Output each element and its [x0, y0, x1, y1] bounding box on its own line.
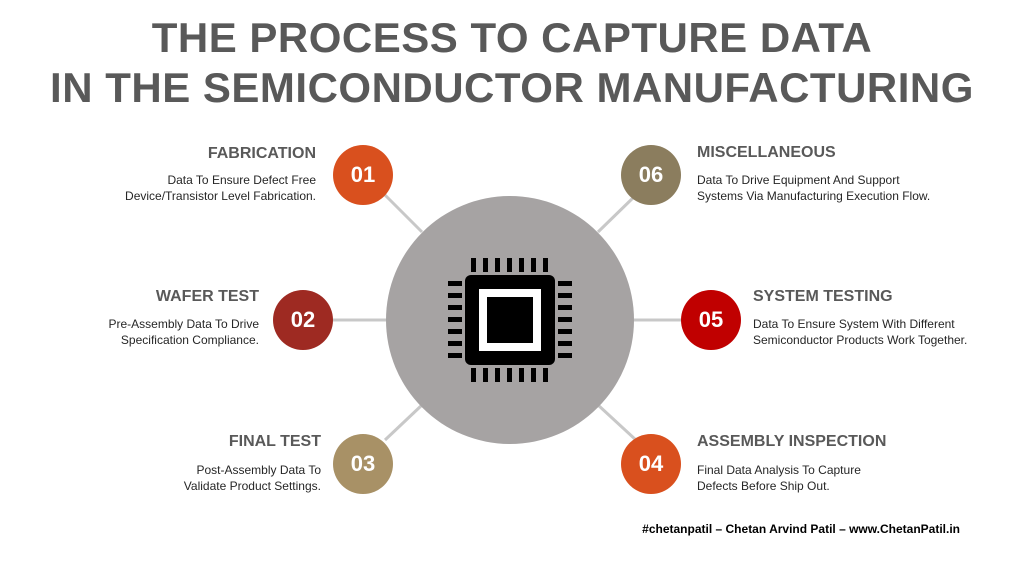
- title-line-2: IN THE SEMICONDUCTOR MANUFACTURING: [50, 64, 974, 111]
- step-desc-system-testing: Data To Ensure System With Different Sem…: [753, 316, 967, 348]
- step-title-final-test: FINAL TEST: [228, 433, 321, 450]
- step-desc-miscellaneous: Data To Drive Equipment And Support Syst…: [697, 172, 930, 204]
- footer-credit: #chetanpatil – Chetan Arvind Patil – www…: [642, 522, 960, 536]
- step-badge-05: 05: [681, 290, 741, 350]
- chip-pin: [558, 341, 572, 346]
- chip-pin: [448, 329, 462, 334]
- connector-06: [596, 193, 638, 234]
- connector-01: [383, 193, 424, 234]
- step-desc-assembly-inspection: Final Data Analysis To Capture Defects B…: [697, 462, 861, 494]
- chip-pin: [558, 353, 572, 358]
- chip-pin: [543, 368, 548, 382]
- step-badge-03: 03: [333, 434, 393, 494]
- chip-pin: [483, 368, 488, 382]
- step-badge-04: 04: [621, 434, 681, 494]
- step-desc-line: Data To Ensure Defect Free: [167, 173, 316, 187]
- step-desc-line: Final Data Analysis To Capture: [697, 463, 861, 477]
- chip-pin: [531, 368, 536, 382]
- step-desc-line: Data To Ensure System With Different: [753, 317, 955, 331]
- step-desc-line: Post-Assembly Data To: [196, 463, 322, 477]
- chip-pin: [558, 305, 572, 310]
- chip-pin: [558, 329, 572, 334]
- chip-pin: [558, 317, 572, 322]
- chip-pin: [507, 258, 512, 272]
- chip-pin: [448, 293, 462, 298]
- step-badge-01: 01: [333, 145, 393, 205]
- connector-03: [383, 403, 424, 442]
- step-title-wafer-test: WAFER TEST: [155, 288, 259, 305]
- chip-pin: [495, 368, 500, 382]
- microchip-icon: [448, 258, 572, 382]
- step-desc-final-test: Post-Assembly Data To Validate Product S…: [184, 462, 321, 494]
- step-title-system-testing: SYSTEM TESTING: [753, 288, 893, 305]
- chip-pin: [519, 258, 524, 272]
- chip-pin: [483, 258, 488, 272]
- chip-pin: [531, 258, 536, 272]
- chip-pin: [495, 258, 500, 272]
- step-desc-wafer-test: Pre-Assembly Data To Drive Specification…: [109, 316, 260, 348]
- step-badge-02: 02: [273, 290, 333, 350]
- chip-pin: [448, 281, 462, 286]
- chip-pin: [448, 353, 462, 358]
- chip-pin: [507, 368, 512, 382]
- connector-04: [596, 403, 638, 442]
- chip-pin: [448, 341, 462, 346]
- step-badge-06: 06: [621, 145, 681, 205]
- chip-pin: [448, 305, 462, 310]
- chip-pin: [448, 317, 462, 322]
- chip-pin: [471, 258, 476, 272]
- step-desc-line: Systems Via Manufacturing Execution Flow…: [697, 189, 931, 203]
- title-line-1: THE PROCESS TO CAPTURE DATA: [151, 14, 873, 61]
- chip-pin: [471, 368, 476, 382]
- chip-pin: [519, 368, 524, 382]
- step-desc-line: Device/Transistor Level Fabrication.: [125, 189, 316, 203]
- step-desc-line: Defects Before Ship Out.: [697, 479, 830, 493]
- step-desc-line: Data To Drive Equipment And Support: [697, 173, 900, 187]
- chip-pin: [558, 293, 572, 298]
- chip-pin: [558, 281, 572, 286]
- step-title-fabrication: FABRICATION: [207, 145, 316, 162]
- step-title-miscellaneous: MISCELLANEOUS: [697, 144, 836, 161]
- step-desc-line: Pre-Assembly Data To Drive: [108, 317, 260, 331]
- step-title-assembly-inspection: ASSEMBLY INSPECTION: [697, 433, 887, 450]
- step-desc-line: Specification Compliance.: [120, 333, 259, 347]
- step-desc-line: Semiconductor Products Work Together.: [753, 333, 968, 347]
- step-desc-fabrication: Data To Ensure Defect Free Device/Transi…: [125, 172, 316, 204]
- chip-pin: [543, 258, 548, 272]
- step-desc-line: Validate Product Settings.: [183, 479, 321, 493]
